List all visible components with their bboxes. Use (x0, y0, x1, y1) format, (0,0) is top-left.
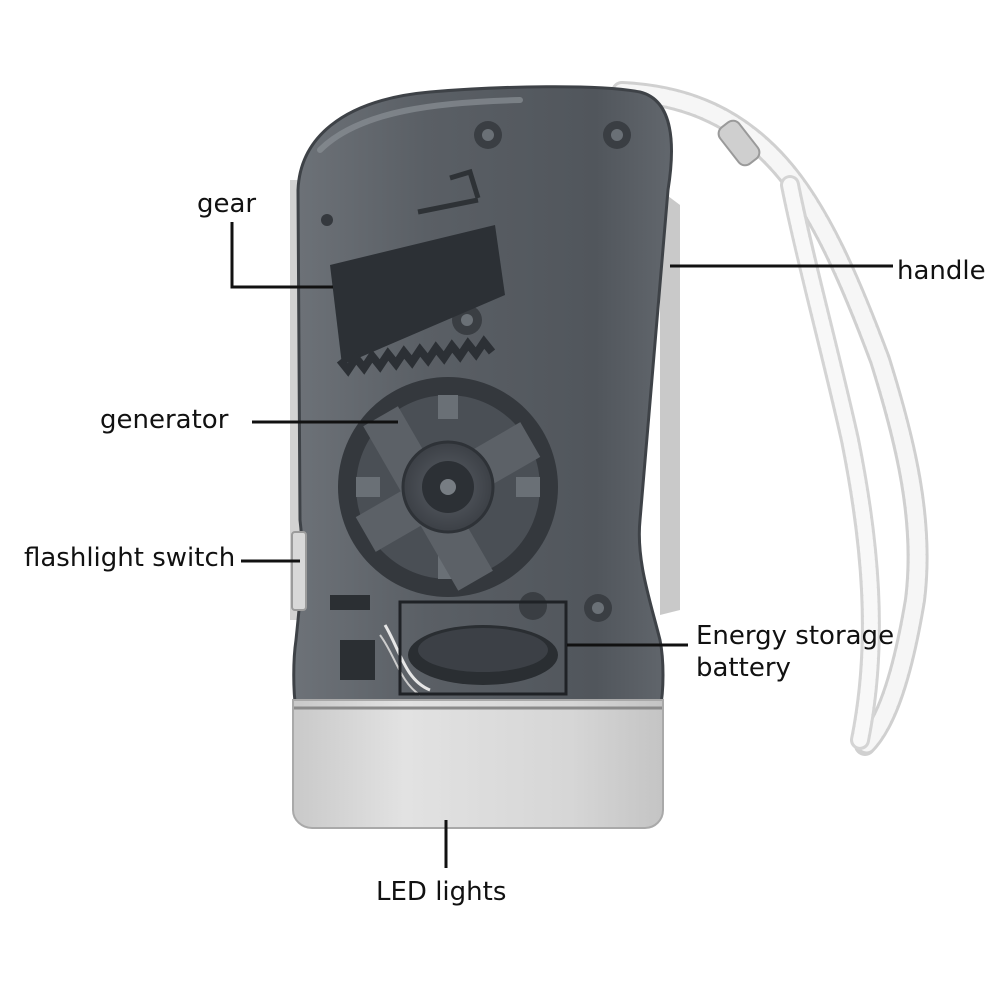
battery-highlight-box (398, 600, 568, 696)
flashlight-switch (291, 531, 307, 611)
leader-gear (230, 222, 333, 289)
led-housing (292, 699, 664, 829)
label-energy-storage-battery: Energy storage battery (696, 620, 894, 684)
flashlight-body (291, 85, 673, 712)
gear-rack (330, 225, 505, 365)
wrist-strap (611, 81, 929, 756)
label-handle: handle (897, 256, 986, 286)
label-battery-line2: battery (696, 653, 791, 683)
label-flashlight-switch: flashlight switch (24, 543, 236, 573)
label-generator: generator (100, 405, 229, 435)
leader-lines (230, 222, 893, 868)
label-gear: gear (197, 189, 257, 219)
label-led-lights: LED lights (376, 877, 507, 907)
generator-wheel (338, 377, 558, 597)
label-battery-line1: Energy storage (696, 621, 895, 651)
